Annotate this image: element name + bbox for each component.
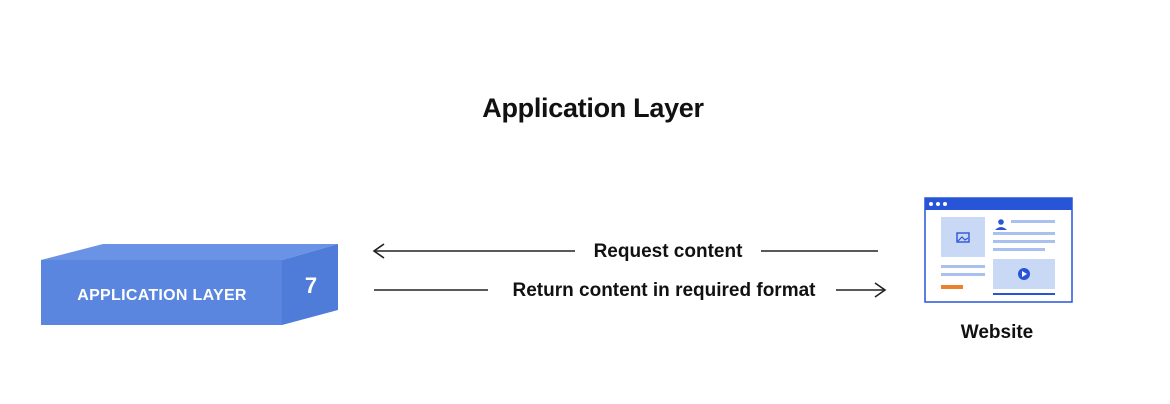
text-line <box>1011 220 1055 223</box>
arrow-right-icon <box>874 282 887 298</box>
diagram-title: Application Layer <box>482 93 704 123</box>
block-side-face <box>282 244 338 325</box>
arrow-left-icon <box>372 243 385 259</box>
website-illustration <box>924 197 1073 303</box>
accent-bar <box>941 285 963 289</box>
text-line <box>993 240 1055 243</box>
block-top-face <box>41 244 338 260</box>
browser-dot <box>936 202 940 206</box>
image-placeholder <box>941 217 985 257</box>
image-icon <box>956 232 970 243</box>
request-arrow: Request content <box>372 241 878 262</box>
block-front-face <box>41 260 282 325</box>
browser-title-bar <box>925 198 1072 210</box>
browser-dot <box>943 202 947 206</box>
return-arrow-label: Return content in required format <box>513 280 817 301</box>
text-line <box>993 232 1055 235</box>
website-label: Website <box>960 322 1034 343</box>
application-layer-block: APPLICATION LAYER 7 <box>41 244 338 325</box>
block-label: APPLICATION LAYER <box>77 287 247 304</box>
bottom-line <box>993 293 1055 295</box>
user-icon <box>995 219 1007 230</box>
return-arrow: Return content in required format <box>374 280 887 301</box>
text-line <box>993 248 1045 251</box>
browser-dot <box>929 202 933 206</box>
text-line <box>941 265 985 268</box>
play-icon <box>1018 268 1030 280</box>
request-arrow-label: Request content <box>594 241 744 262</box>
block-layer-number: 7 <box>305 273 317 298</box>
text-line <box>941 273 985 276</box>
